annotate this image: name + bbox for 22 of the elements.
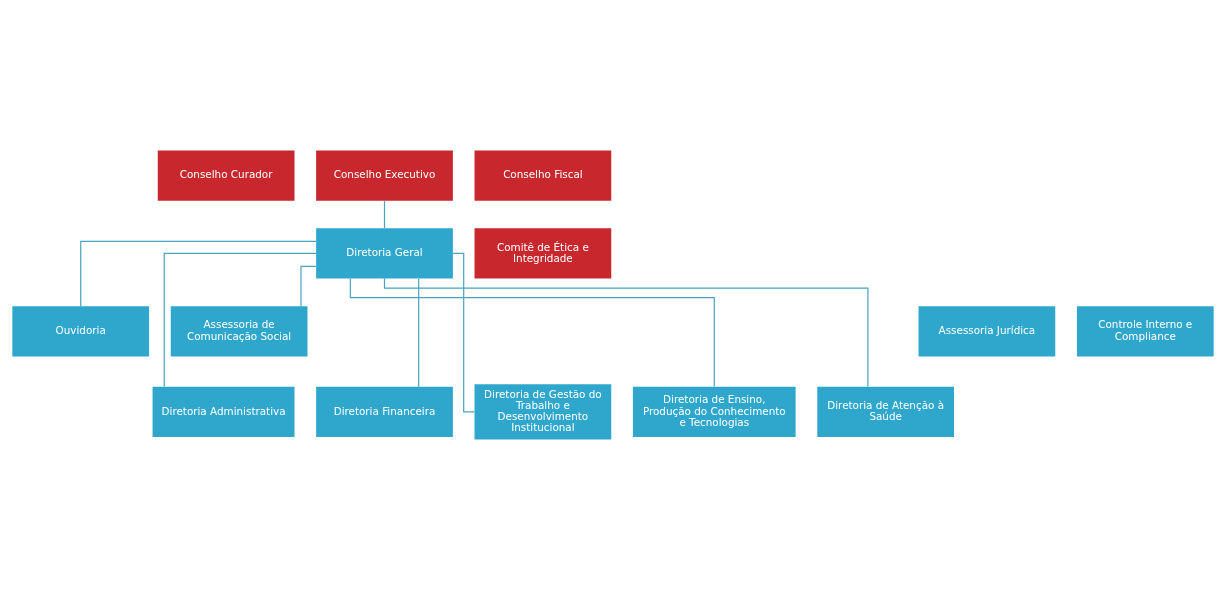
connector [383, 278, 869, 388]
node-box: Diretoria Geral [316, 228, 453, 279]
connector [452, 252, 475, 413]
node-box: Conselho Curador [157, 150, 295, 201]
node-box: Diretoria Administrativa [152, 386, 295, 437]
connector [349, 278, 715, 388]
node-box: Ouvidoria [12, 306, 150, 357]
node-box: Conselho Fiscal [474, 150, 612, 201]
node-box: Conselho Executivo [316, 150, 453, 201]
node-box: Comitê de Ética e Integridade [474, 228, 612, 279]
connector [300, 265, 317, 307]
connector [383, 200, 386, 229]
node-box: Diretoria de Gestão do Trabalho e Desenvolvimento Institucional [474, 384, 612, 440]
connector [163, 252, 317, 387]
connector [418, 278, 420, 388]
node-box: Assessoria Jurídica [918, 306, 1056, 357]
node-box: Diretoria de Atenção à Saúde [817, 386, 954, 437]
connector [80, 240, 317, 307]
node-box: Diretoria de Ensino, Produção do Conhecimento e Tecnologias [632, 386, 796, 437]
node-box: Assessoria de Comunicação Social [170, 306, 308, 357]
node-box: Controle Interno e Compliance [1076, 306, 1214, 357]
node-box: Diretoria Financeira [316, 386, 453, 437]
